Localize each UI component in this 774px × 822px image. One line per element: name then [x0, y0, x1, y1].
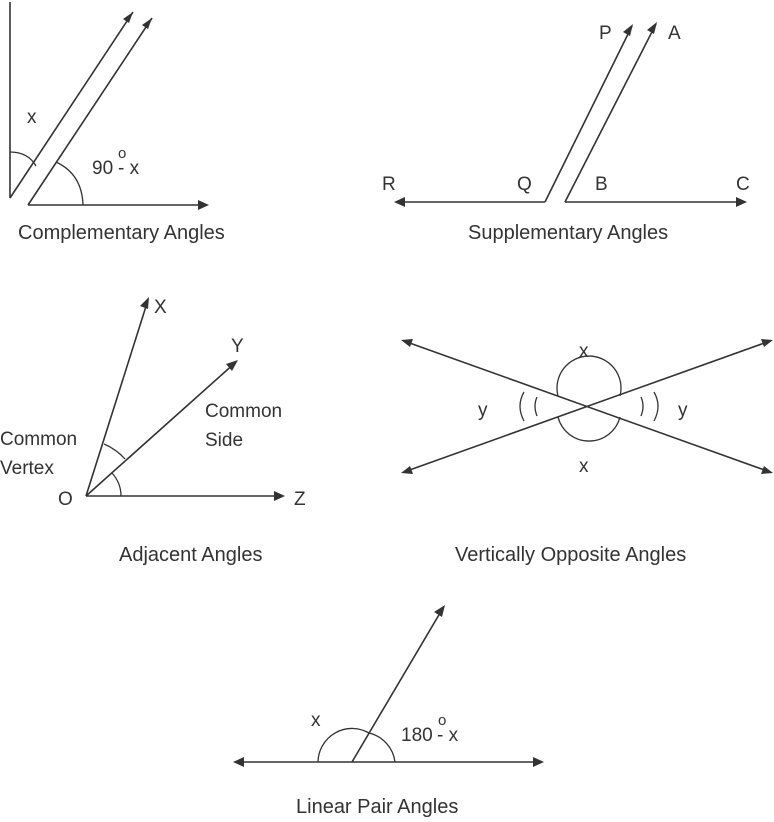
adjacent-ray-ox [85, 299, 149, 497]
adjacent-common-side-line2: Side [205, 430, 243, 451]
linear-pair-angle-x-label: x [311, 710, 321, 731]
adjacent-arrowhead-z [274, 491, 285, 501]
adjacent-ray-oy [85, 361, 237, 497]
adjacent-label-x: X [154, 297, 167, 318]
complementary-minus-x: - x [118, 158, 140, 179]
adjacent-arrowhead-x [140, 297, 149, 309]
linear-pair-angle-other-arc [368, 732, 396, 763]
vertical-figure [401, 339, 773, 474]
supplementary-ray-qp [544, 25, 633, 203]
vertical-angle-left-arc-outer [519, 391, 525, 422]
adjacent-caption: Adjacent Angles [119, 544, 262, 566]
supplementary-caption: Supplementary Angles [468, 222, 668, 244]
linear-pair-ray [351, 607, 444, 763]
vertical-arrowhead-2a [401, 466, 413, 474]
adjacent-common-side-line1: Common [205, 401, 282, 422]
complementary-degree-sign: o [118, 145, 126, 162]
supplementary-arrowhead-a [647, 22, 657, 34]
supplementary-label-b: B [595, 174, 608, 195]
vertical-angle-left-arc-inner [534, 396, 538, 417]
adjacent-common-vertex-line2: Vertex [0, 458, 54, 479]
supplementary-arrowhead-p [623, 24, 633, 36]
complementary-arrowhead-2 [142, 18, 152, 29]
supplementary-figure [394, 22, 747, 207]
adjacent-angle-arc-outer [103, 443, 126, 460]
supplementary-label-p: P [599, 23, 612, 44]
vertical-angle-bottom-arc [557, 416, 621, 442]
complementary-angle-x-label: x [27, 107, 37, 128]
vertical-angle-top-arc [556, 355, 622, 397]
supplementary-arrowhead-c [736, 197, 747, 207]
vertical-arrowhead-1b [761, 466, 773, 474]
adjacent-label-y: Y [231, 336, 244, 357]
supplementary-arrowhead-r [394, 197, 405, 207]
vertical-angle-right-label: y [678, 400, 688, 421]
vertical-arrowhead-1a [401, 339, 413, 347]
supplementary-label-a: A [668, 23, 681, 44]
vertical-line-2 [403, 340, 771, 473]
vertical-caption: Vertically Opposite Angles [455, 544, 686, 566]
linear-pair-arrowhead-left [233, 757, 244, 767]
vertical-angle-right-arc-inner [640, 396, 644, 417]
linear-pair-minus-x: - x [437, 725, 459, 746]
adjacent-common-vertex-line1: Common [0, 429, 77, 450]
linear-pair-arrowhead-right [533, 757, 544, 767]
adjacent-label-o: O [58, 489, 73, 510]
linear-pair-figure [233, 605, 544, 767]
vertical-angle-left-label: y [478, 400, 488, 421]
supplementary-label-q: Q [517, 174, 532, 195]
linear-pair-degree-sign: o [438, 712, 446, 729]
linear-pair-angle-x-arc [317, 727, 370, 763]
complementary-caption: Complementary Angles [18, 222, 225, 244]
vertical-angle-bottom-label: x [579, 456, 589, 477]
complementary-arrowhead-base [198, 200, 209, 210]
linear-pair-angle-value: 180 [401, 725, 433, 746]
linear-pair-caption: Linear Pair Angles [296, 796, 458, 818]
complementary-figure [9, 2, 209, 210]
vertical-angle-right-arc-outer [653, 391, 659, 422]
complementary-angle-other-arc [55, 161, 84, 206]
supplementary-label-c: C [736, 174, 750, 195]
adjacent-label-z: Z [294, 489, 306, 510]
adjacent-arrowhead-y [226, 360, 238, 371]
complementary-ray-2 [27, 17, 153, 206]
complementary-arrowhead-1 [123, 12, 133, 23]
adjacent-figure [85, 297, 285, 501]
complementary-angle-value: 90 [92, 158, 113, 179]
vertical-angle-top-label: x [579, 341, 589, 362]
complementary-ray-1 [9, 11, 134, 199]
vertical-arrowhead-2b [761, 339, 773, 347]
linear-pair-arrowhead-ray [434, 605, 445, 617]
supplementary-ray-ba [564, 23, 657, 203]
adjacent-angle-arc-inner [111, 472, 122, 497]
supplementary-label-r: R [382, 174, 396, 195]
complementary-angle-x-arc [9, 151, 37, 167]
